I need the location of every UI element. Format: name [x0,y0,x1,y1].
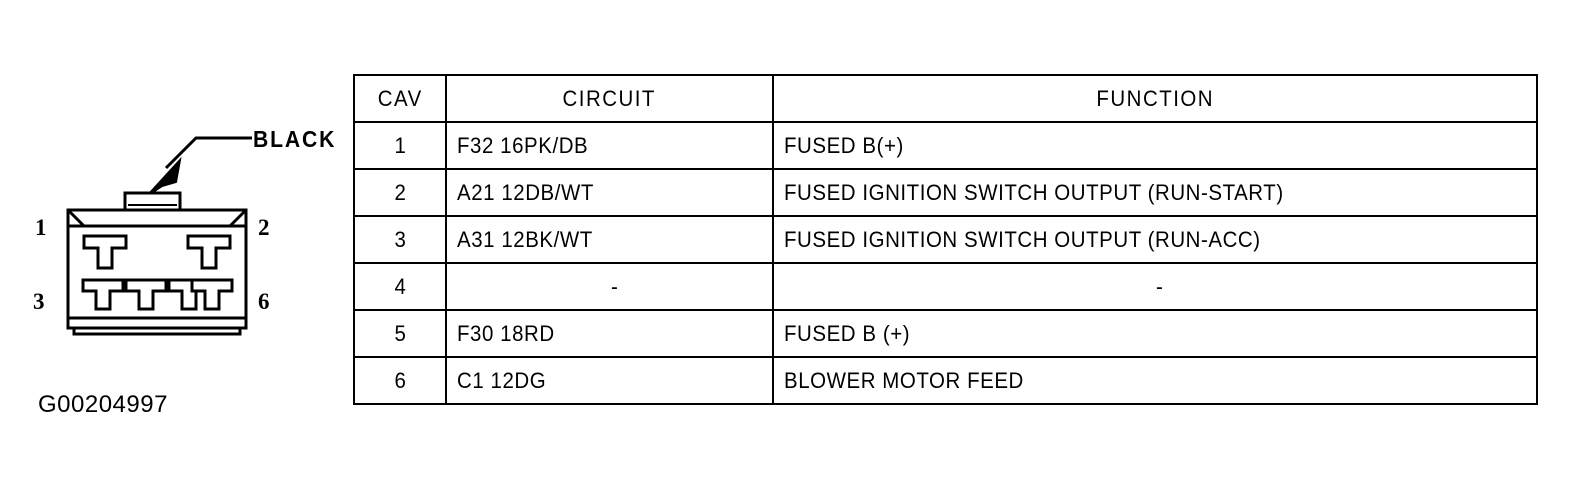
cavity-slot-3 [81,278,125,311]
table-row: 4 - - [353,262,1538,311]
cell-circuit: A31 12BK/WT [445,215,774,264]
cavity-slot-1 [82,234,128,270]
cell-circuit: F30 18RD [445,309,774,358]
cavity-slot-4 [124,278,168,311]
cell-circuit: C1 12DG [445,356,774,405]
cell-function: FUSED IGNITION SWITCH OUTPUT (RUN-ACC) [772,215,1538,264]
cell-cav: 6 [353,356,447,405]
connector-color-callout-label: BLACK [253,126,337,152]
table-row: 3 A31 12BK/WT FUSED IGNITION SWITCH OUTP… [353,215,1538,264]
cell-circuit: - [445,262,774,311]
table-header-row: CAV CIRCUIT FUNCTION [353,74,1538,123]
table-row: 1 F32 16PK/DB FUSED B(+) [353,121,1538,170]
cell-cav: 3 [353,215,447,264]
cell-function: BLOWER MOTOR FEED [772,356,1538,405]
cavity-slot-6 [190,278,234,311]
callout-leader-line [164,136,247,170]
table-row: 6 C1 12DG BLOWER MOTOR FEED [353,356,1538,405]
pin-number-3: 3 [33,289,45,314]
cell-circuit: A21 12DB/WT [445,168,774,217]
cell-cav: 2 [353,168,447,217]
figure-id-caption: G00204997 [38,391,168,418]
pin-number-1: 1 [35,215,47,240]
cell-circuit: F32 16PK/DB [445,121,774,170]
connector-drawing [66,136,252,336]
connector-pinout-table: CAV CIRCUIT FUNCTION 1 F32 16PK/DB F [353,74,1538,405]
cell-cav: 5 [353,309,447,358]
table-row: 5 F30 18RD FUSED B (+) [353,309,1538,358]
column-header-circuit: CIRCUIT [445,74,774,123]
connector-bevel-left [66,208,86,228]
pin-number-6: 6 [258,289,270,314]
table-body: 1 F32 16PK/DB FUSED B(+) 2 A21 12DB/WT F… [353,121,1538,405]
cell-function: FUSED B(+) [772,121,1538,170]
column-header-cav: CAV [353,74,447,123]
table-header: CAV CIRCUIT FUNCTION [353,74,1538,123]
callout-arrowhead [146,156,182,197]
cell-function: FUSED IGNITION SWITCH OUTPUT (RUN-START) [772,168,1538,217]
connector-illustration [0,0,350,440]
cell-function: - [772,262,1538,311]
cell-cav: 4 [353,262,447,311]
connector-base-plate [66,316,248,330]
connector-base-foot [72,328,242,336]
table-row: 2 A21 12DB/WT FUSED IGNITION SWITCH OUTP… [353,168,1538,217]
connector-bevel-right [228,208,248,228]
column-header-function: FUNCTION [772,74,1538,123]
pin-number-2: 2 [258,215,270,240]
cavity-slot-2 [186,234,232,270]
cell-cav: 1 [353,121,447,170]
cell-function: FUSED B (+) [772,309,1538,358]
